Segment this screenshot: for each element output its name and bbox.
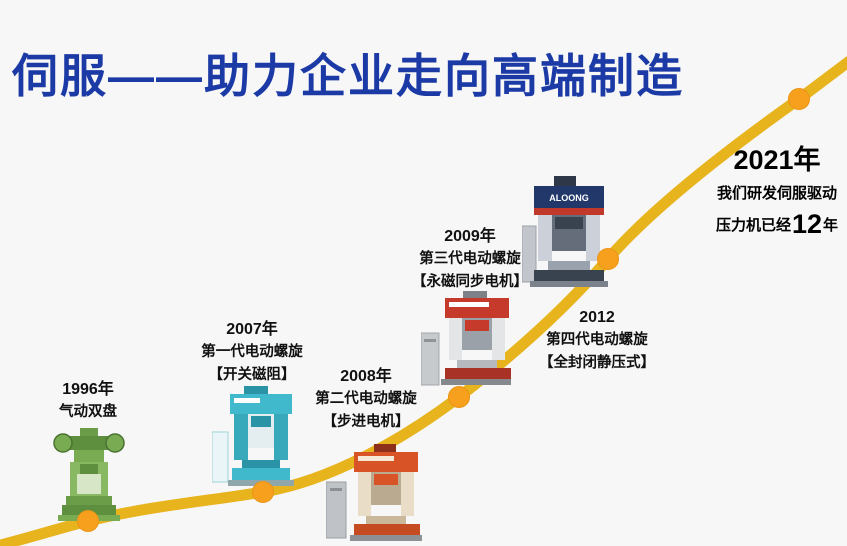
page-title: 伺服——助力企业走向高端制造 [12,50,684,102]
milestone-detail: 【步进电机】 [322,414,410,430]
milestone-desc: 第二代电动螺旋 [315,391,417,407]
finale-line2: 压力机已经12年 [716,209,838,241]
milestone-2021: 2021年 我们研发伺服驱动 压力机已经12年 [716,145,838,241]
finale-line2-prefix: 压力机已经 [715,217,791,234]
milestone-2008: 2008年 第二代电动螺旋 【步进电机】 [315,365,417,434]
milestone-detail: 【开关磁阻】 [208,367,296,383]
finale-line1: 我们研发伺服驱动 [716,185,838,202]
milestone-2007: 2007年 第一代电动螺旋 【开关磁阻】 [201,318,303,387]
timeline-marker-2012 [597,248,619,270]
finale-line2-suffix: 年 [823,217,839,234]
timeline-marker-2021 [788,88,810,110]
milestone-desc: 气动双盘 [59,404,117,420]
milestone-desc: 第一代电动螺旋 [201,344,303,360]
teal-electric-screw-press-icon [212,386,294,486]
red-electric-screw-press-icon [421,291,511,386]
navy-electric-screw-press-icon: ALOONG [522,176,608,287]
milestone-detail: 【全封闭静压式】 [539,355,655,371]
milestone-year: 2008年 [340,368,392,385]
green-double-disc-press-icon [53,428,125,521]
orange-electric-screw-press-icon [326,444,422,541]
milestone-year: 2012 [579,309,615,326]
milestone-year: 2009年 [444,228,496,245]
timeline-marker-2007 [252,481,274,503]
milestone-year: 2007年 [226,321,278,338]
timeline-marker-1996 [77,510,99,532]
milestone-2009: 2009年 第三代电动螺旋 【永磁同步电机】 [412,225,528,294]
timeline-marker-2008 [448,386,470,408]
milestone-2012: 2012 第四代电动螺旋 【全封闭静压式】 [539,306,655,375]
milestone-desc: 第四代电动螺旋 [546,332,648,348]
milestone-1996: 1996年 气动双盘 [59,378,117,424]
milestone-detail: 【永磁同步电机】 [412,274,528,290]
finale-line2-number: 12 [791,209,823,239]
milestone-desc: 第三代电动螺旋 [419,251,521,267]
finale-year: 2021年 [733,145,821,175]
machine-brand-label: ALOONG [549,193,589,203]
milestone-year: 1996年 [62,381,114,398]
